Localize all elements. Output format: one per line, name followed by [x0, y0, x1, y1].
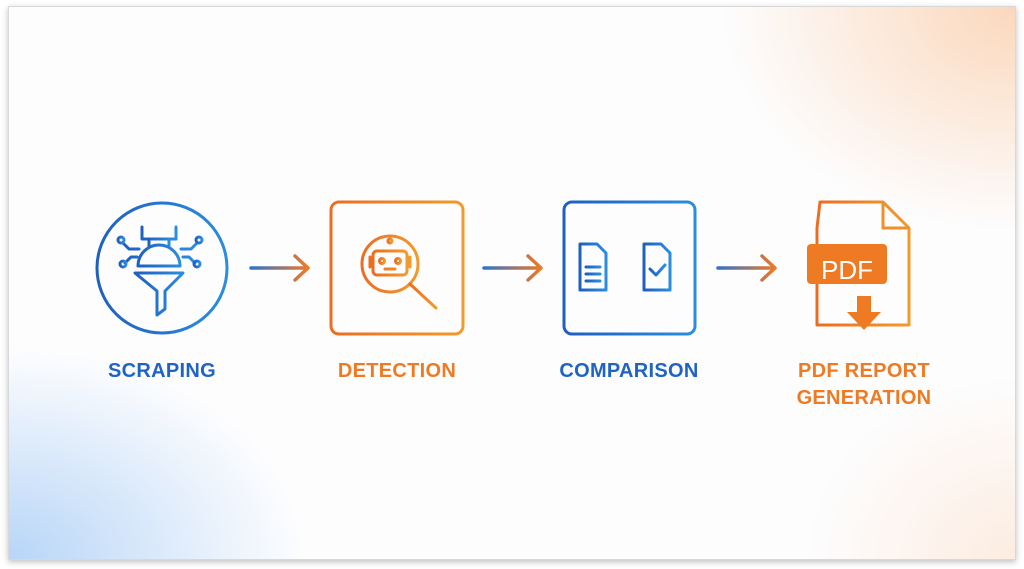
arrow-icon [716, 254, 777, 282]
step-label-pdf-report: PDF REPORT [798, 360, 930, 382]
pdf-badge: PDF [821, 255, 873, 285]
diagram-card: PDF SCRAPING DETECTION COMPARISON PDF RE… [8, 6, 1016, 560]
document-compare-icon [562, 200, 697, 336]
flow-diagram [95, 200, 911, 336]
step-label-scraping: SCRAPING [108, 360, 216, 382]
pdf-download-icon [807, 200, 911, 330]
arrow-icon [249, 254, 310, 282]
step-label-comparison: COMPARISON [559, 360, 699, 382]
step-label-generation: GENERATION [796, 387, 932, 409]
arrow-icon [482, 254, 543, 282]
step-label-detection: DETECTION [337, 360, 457, 382]
robot-funnel-icon [95, 201, 229, 335]
robot-magnifier-icon [329, 200, 465, 336]
